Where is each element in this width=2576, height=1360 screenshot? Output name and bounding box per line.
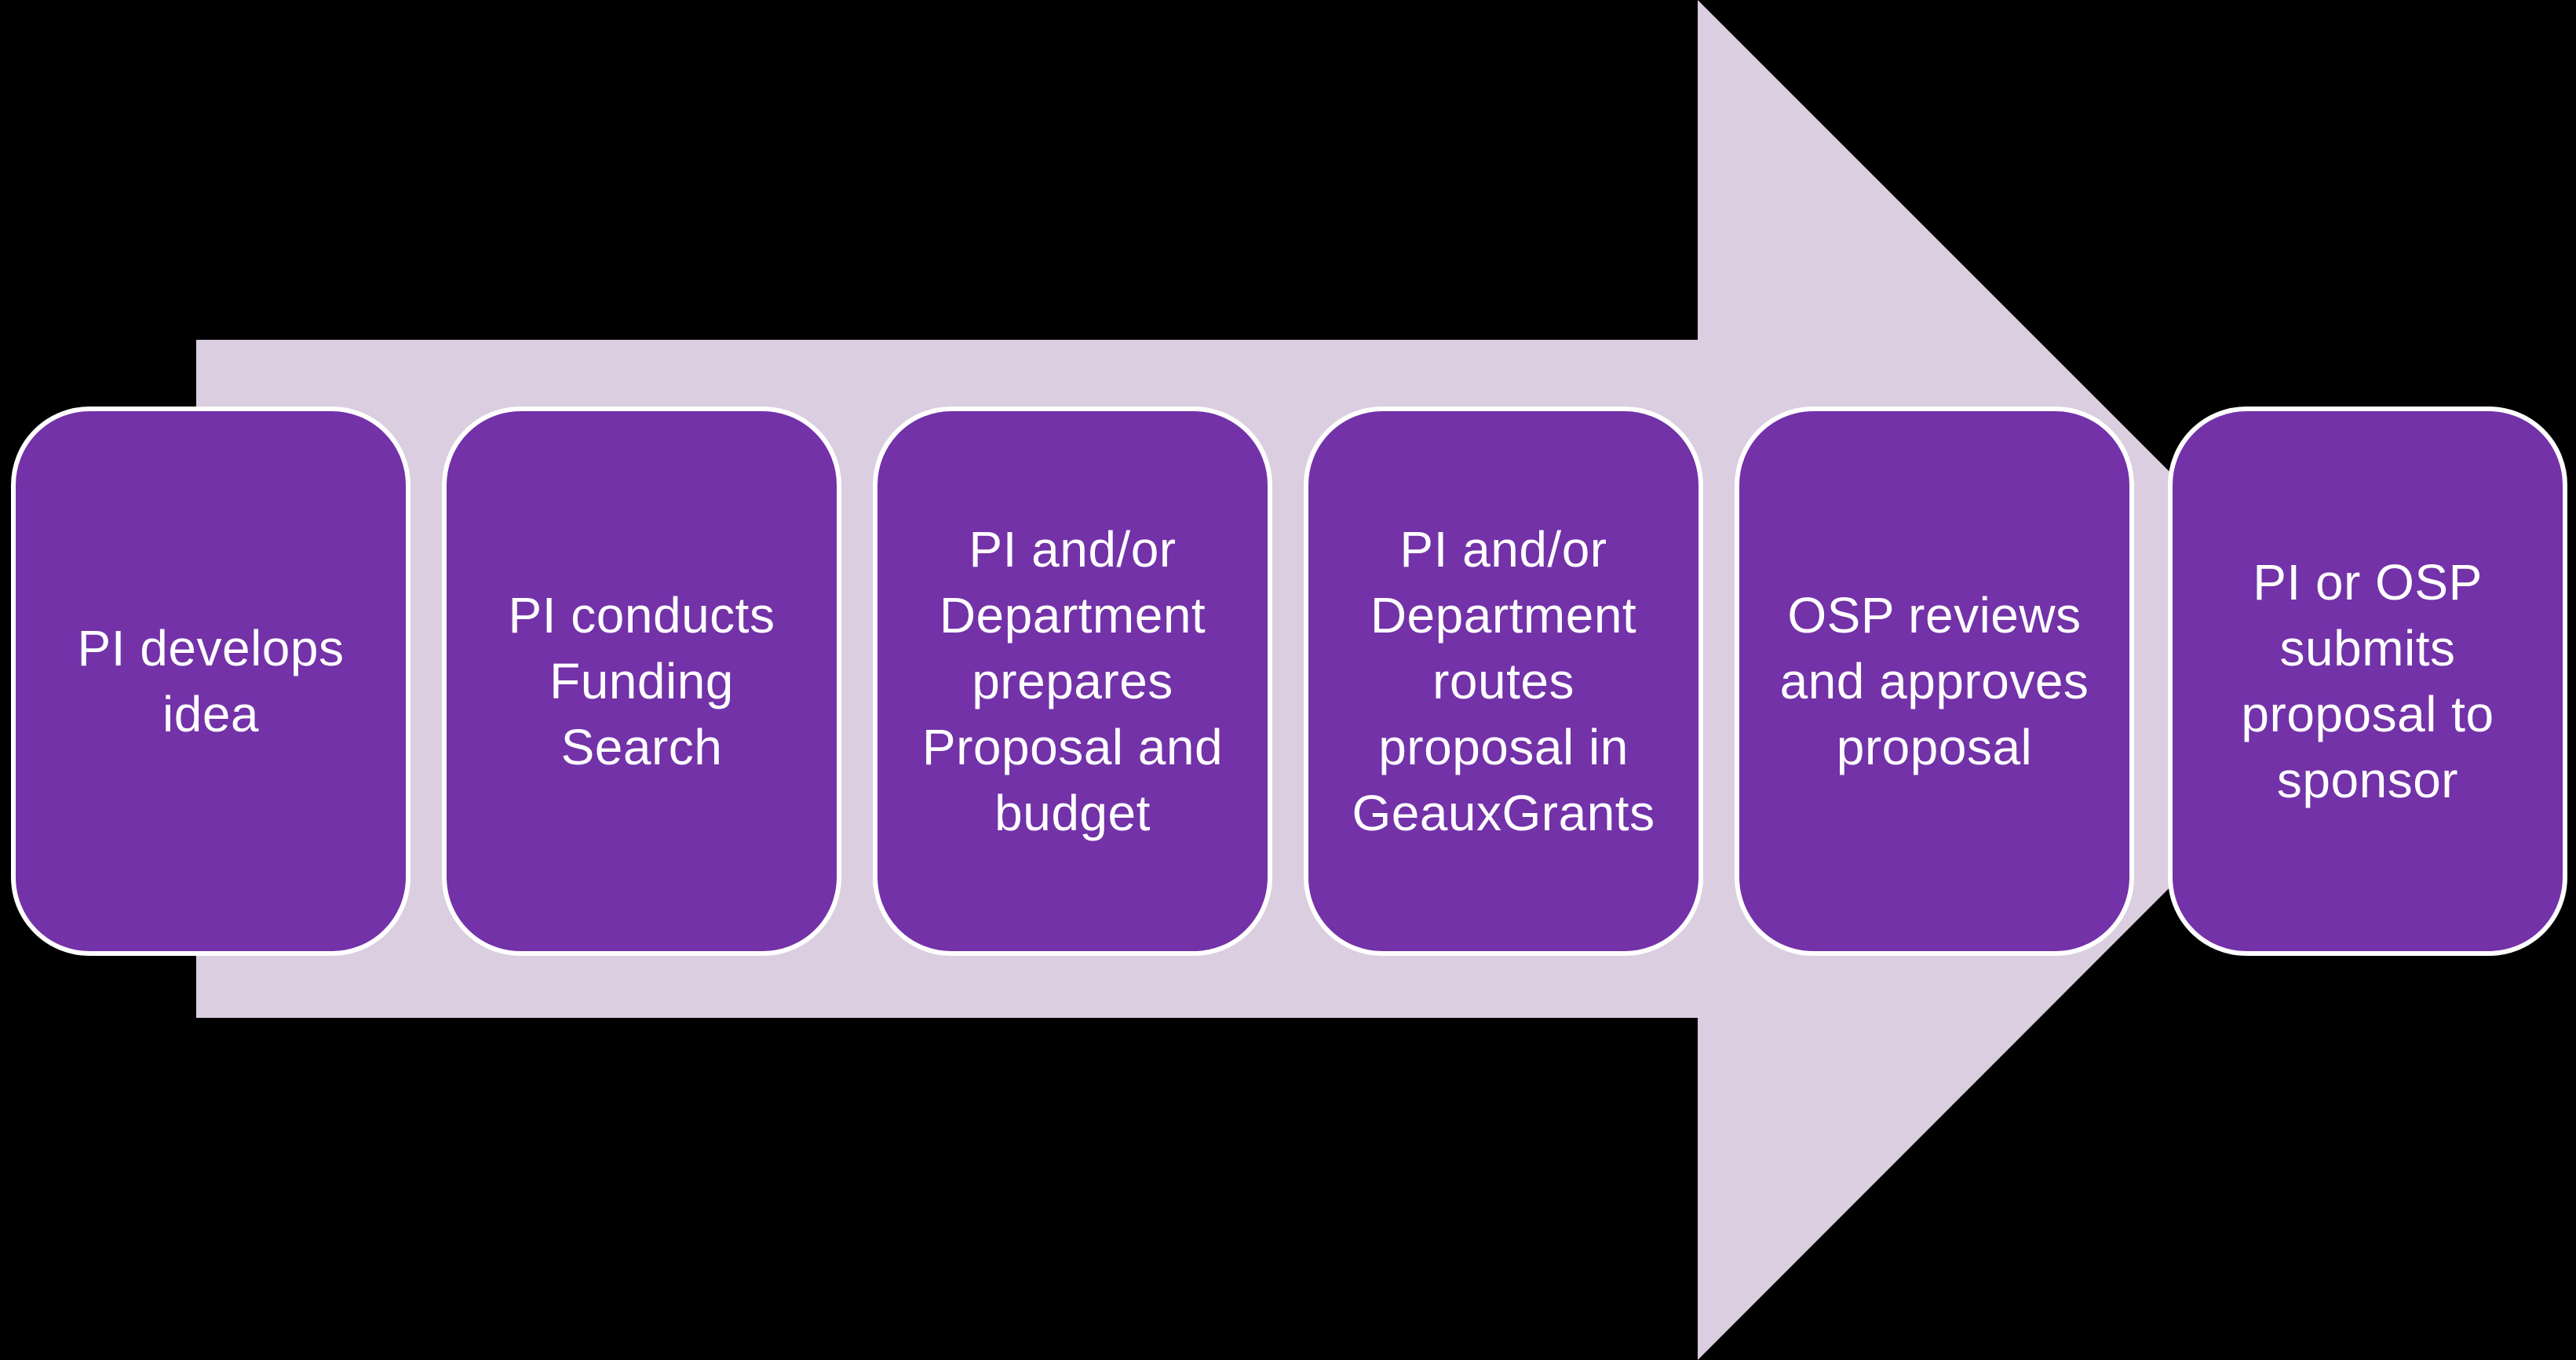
process-step-label: PI conducts Funding Search xyxy=(508,587,775,775)
process-step-6: PI or OSP submits proposal to sponsor xyxy=(2168,407,2567,956)
process-step-2: PI conducts Funding Search xyxy=(442,407,841,956)
process-step-3: PI and/or Department prepares Proposal a… xyxy=(873,407,1272,956)
process-step-1: PI develops idea xyxy=(11,407,410,956)
process-step-label: OSP reviews and approves proposal xyxy=(1779,587,2089,775)
process-step-label: PI or OSP submits proposal to sponsor xyxy=(2241,554,2494,808)
process-step-label: PI and/or Department prepares Proposal a… xyxy=(921,521,1224,841)
process-step-4: PI and/or Department routes proposal in … xyxy=(1304,407,1703,956)
process-step-label: PI develops idea xyxy=(77,620,345,742)
block-arrow-shape xyxy=(196,0,2377,1360)
process-step-label: PI and/or Department routes proposal in … xyxy=(1352,521,1655,841)
process-step-5: OSP reviews and approves proposal xyxy=(1735,407,2134,956)
